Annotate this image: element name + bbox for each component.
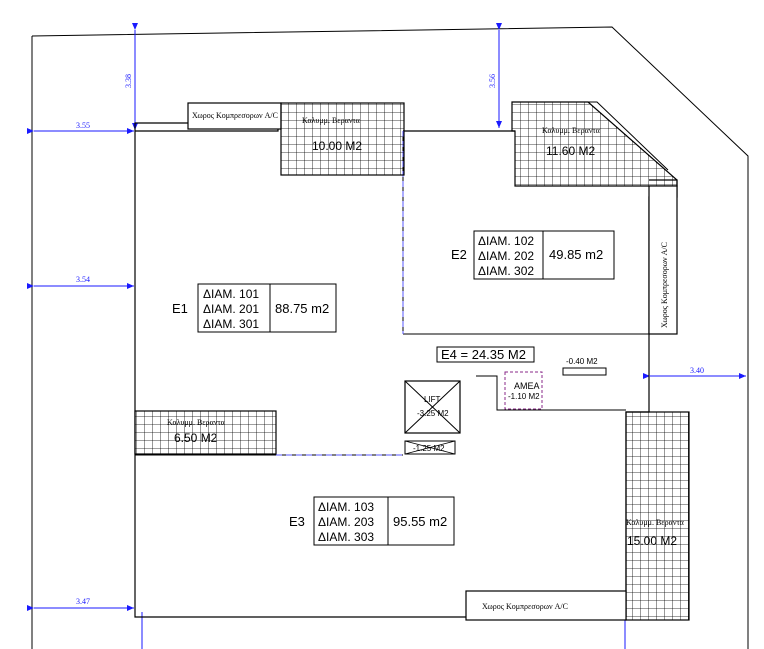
veranda-bottom-right xyxy=(625,411,690,621)
amea-box xyxy=(504,371,543,410)
unit-e3-name: E3 xyxy=(289,514,305,529)
small-area-box xyxy=(562,367,607,376)
veranda-top-center-area: 10.00 M2 xyxy=(312,139,362,153)
e4-label: E4 = 24.35 M2 xyxy=(441,347,526,362)
shaft-area: -1.25 M2 xyxy=(413,444,445,453)
dim-left-1: 3.55 xyxy=(76,121,90,130)
veranda-top-right-label: Καλυμμ. Βεραντα xyxy=(542,126,601,135)
unit-e1-apt-3: ΔΙΑΜ. 301 xyxy=(203,317,259,331)
site-boundary xyxy=(31,26,749,649)
dim-right-1: 3.40 xyxy=(690,366,704,375)
veranda-top-center-label: Καλυμμ. Βεραντα xyxy=(302,116,361,125)
veranda-left-area: 6.50 M2 xyxy=(174,431,218,445)
compressor-area-bottom xyxy=(465,590,627,621)
veranda-bottom-right-area: 15.00 M2 xyxy=(627,534,677,548)
unit-e2-apt-2: ΔΙΑΜ. 202 xyxy=(478,249,534,263)
unit-e3-apt-1: ΔΙΑΜ. 103 xyxy=(318,500,374,514)
unit-e1-table xyxy=(197,283,337,333)
unit-e3-apt-3: ΔΙΑΜ. 303 xyxy=(318,530,374,544)
veranda-top-right-area: 11.60 M2 xyxy=(546,144,595,158)
compressor-label-right: Χωρος Κομπρεσορων A/C xyxy=(660,242,669,328)
unit-e1-apt-2: ΔΙΑΜ. 201 xyxy=(203,302,259,316)
unit-e3-apt-2: ΔΙΑΜ. 203 xyxy=(318,515,374,529)
e4-label-box xyxy=(436,346,535,363)
unit-e2-name: E2 xyxy=(451,247,467,262)
dimension-lines xyxy=(27,23,746,649)
veranda-top-center xyxy=(280,102,405,176)
unit-e1-area: 88.75 m2 xyxy=(275,301,329,316)
veranda-left xyxy=(134,410,277,455)
unit-e2-apt-1: ΔΙΑΜ. 102 xyxy=(478,234,534,248)
veranda-bottom-right-label: Καλυμμ. Βεραντα xyxy=(626,518,685,527)
compressor-label-top: Χωρος Κομπρεσορων A/C xyxy=(192,111,278,120)
unit-e2-apt-3: ΔΙΑΜ. 302 xyxy=(478,264,534,278)
unit-e3-table xyxy=(313,496,455,546)
amea-label: AMEA xyxy=(514,381,540,391)
veranda-left-label: Καλυμμ. Βεραντα xyxy=(167,418,226,427)
compressor-area-right xyxy=(648,185,678,335)
unit-e1-name: E1 xyxy=(172,301,188,316)
unit-e3-area: 95.55 m2 xyxy=(393,514,447,529)
dim-top-middle: 3.56 xyxy=(488,74,497,88)
unit-e2-area: 49.85 m2 xyxy=(549,247,603,262)
compressor-label-bottom: Χωρος Κομπρεσορων A/C xyxy=(482,602,568,611)
veranda-top-right xyxy=(511,101,678,187)
unit-e1-apt-1: ΔΙΑΜ. 101 xyxy=(203,287,259,301)
compressor-area-top xyxy=(187,102,282,130)
amea-area: -1.10 M2 xyxy=(508,392,540,401)
lift-label: LIFT xyxy=(424,395,441,404)
dim-left-3: 3.47 xyxy=(76,597,90,606)
dim-top-left: 3.38 xyxy=(124,74,133,88)
small-area-label: -0.40 M2 xyxy=(566,357,598,366)
dim-left-2: 3.54 xyxy=(76,275,90,284)
lift-area: -3.25 M2 xyxy=(417,409,449,418)
unit-e2-table xyxy=(473,230,615,280)
